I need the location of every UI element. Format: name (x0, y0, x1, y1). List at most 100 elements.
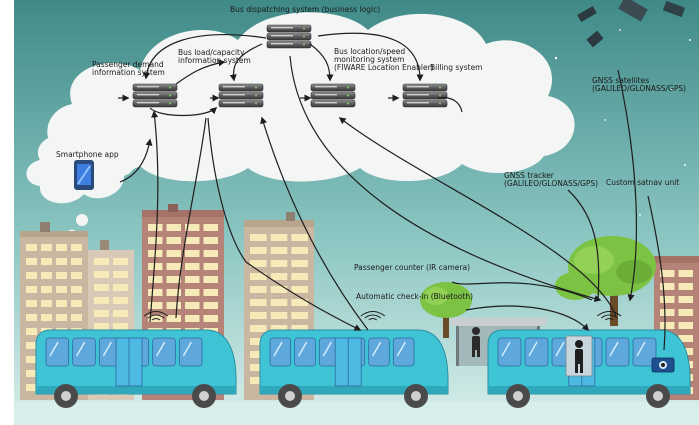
building-window (26, 314, 37, 321)
building-window (678, 270, 693, 277)
building-window (203, 315, 218, 322)
building-window (660, 322, 675, 329)
building-window (56, 300, 67, 307)
bus-window (178, 337, 203, 367)
building-window (250, 377, 267, 384)
building-window (166, 263, 181, 270)
building-window (270, 325, 288, 332)
building-window (291, 299, 308, 306)
gnss-satellite-icon-2 (662, 0, 686, 18)
building-window (26, 328, 37, 335)
building-window (113, 271, 128, 278)
building-window (148, 224, 163, 231)
sky-sparkles (554, 29, 691, 261)
building-window (56, 244, 67, 251)
bus-window (45, 337, 70, 367)
label-automatic-check-in: Automatic check-in (Bluetooth) (356, 292, 473, 301)
label-bus-dispatching-system: Bus dispatching system (business logic) (230, 5, 381, 14)
person-waiting-icon (472, 327, 480, 357)
smartphone-bubble (26, 127, 137, 248)
bus-window (368, 337, 390, 367)
building-window (166, 224, 181, 231)
building-window (291, 260, 308, 267)
building-window (166, 250, 181, 257)
label-gnss-satellites-line1: GNSS satellites (592, 76, 650, 85)
bus-window (294, 337, 316, 367)
building-window (56, 272, 67, 279)
smartphone-icon (74, 160, 94, 190)
building-window (270, 312, 288, 319)
bus-fleet (35, 311, 691, 408)
building-window (185, 276, 200, 283)
building-window (113, 297, 128, 304)
label-fiware-location-enabler: (FIWARE Location Enabler) (334, 63, 434, 72)
building-window (41, 244, 52, 251)
building-window (71, 314, 82, 321)
building-window (250, 351, 267, 358)
label-gnss-tracker-line2: (GALILEO/GLONASS/GPS) (504, 179, 599, 188)
signal-icon (596, 311, 622, 317)
building-window (270, 234, 288, 241)
building-window (26, 272, 37, 279)
label-bus-load-line2: information system (178, 56, 251, 65)
building-window (250, 234, 267, 241)
signal-icon (368, 318, 378, 321)
building-window (660, 270, 675, 277)
building-window (203, 237, 218, 244)
building-window (270, 286, 288, 293)
building-window (185, 263, 200, 270)
person-in-bus-icon (565, 335, 593, 377)
building-window (678, 335, 693, 342)
server-icon (132, 83, 178, 108)
signal-icon (151, 318, 161, 321)
building-window (270, 299, 288, 306)
signal-icon (147, 314, 165, 319)
building-window (94, 323, 109, 330)
building-window (291, 247, 308, 254)
building-window (678, 309, 693, 316)
building-window (185, 302, 200, 309)
building-window (41, 258, 52, 265)
bus-window (269, 337, 292, 367)
building-window (660, 296, 675, 303)
building-window (291, 325, 308, 332)
bus-window (524, 337, 549, 367)
building-window (660, 309, 675, 316)
building-window (678, 322, 693, 329)
building-window (148, 237, 163, 244)
building-window (94, 271, 109, 278)
building-window (185, 224, 200, 231)
building-window (250, 273, 267, 280)
building-window (250, 260, 267, 267)
building-window (291, 273, 308, 280)
building-window (71, 258, 82, 265)
bus-window (72, 337, 96, 367)
building-window (26, 300, 37, 307)
building-window (41, 286, 52, 293)
building-window (56, 258, 67, 265)
building-window (250, 312, 267, 319)
building-window (250, 286, 267, 293)
building-window (56, 314, 67, 321)
building-window (250, 325, 267, 332)
gnss-satellite-icon (577, 0, 648, 48)
label-smartphone-app: Smartphone app (56, 150, 119, 159)
signal-icon (604, 318, 614, 321)
bus-icon (259, 311, 449, 408)
cloud-arrows (118, 32, 463, 117)
building-window (94, 258, 109, 265)
building-window (26, 286, 37, 293)
bus-icon (35, 311, 237, 408)
building-window (26, 370, 37, 377)
building-window (270, 273, 288, 280)
building-window (291, 286, 308, 293)
server-icon (266, 24, 312, 49)
building-window (94, 310, 109, 317)
label-bus-location-line1: Bus location/speed (334, 47, 406, 56)
label-bus-load-line1: Bus load/capacity (178, 48, 245, 57)
building-window (113, 310, 128, 317)
label-gnss-tracker-line1: GNSS tracker (504, 171, 554, 180)
bus-window (632, 337, 657, 367)
